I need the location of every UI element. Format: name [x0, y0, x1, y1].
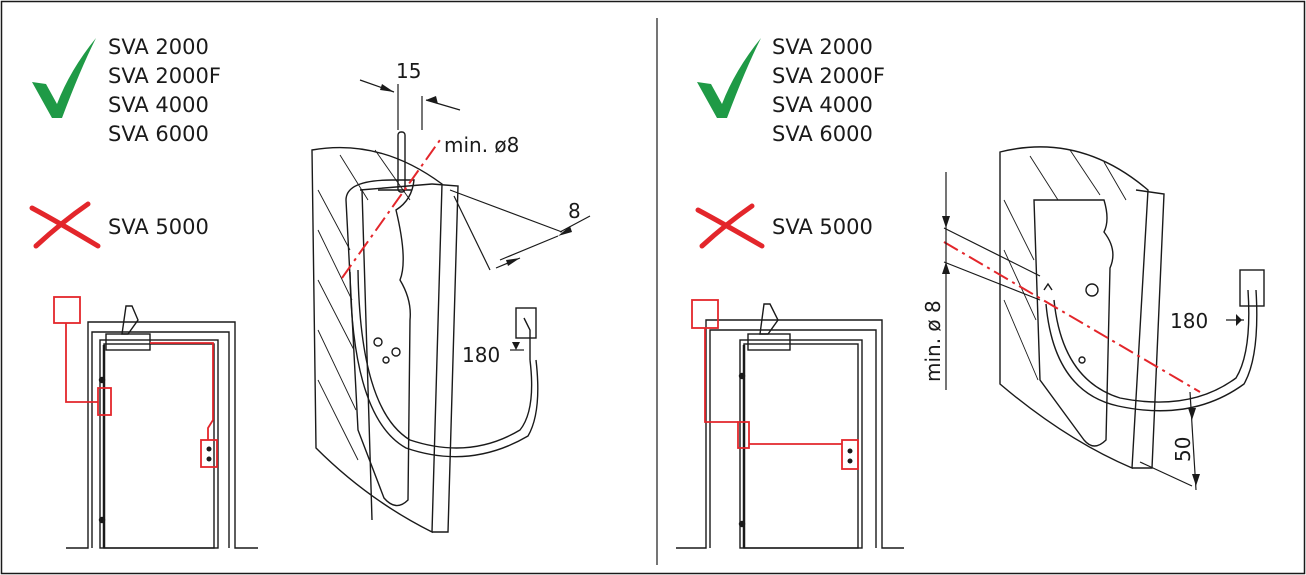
cross-icon [695, 203, 765, 249]
dim-label: 50 [1171, 437, 1195, 462]
dim-label: min. ø8 [444, 133, 519, 157]
dim-label: 15 [396, 59, 421, 83]
door-frame-drawing [676, 303, 904, 549]
model-label: SVA 6000 [772, 122, 873, 146]
dimension-lines [359, 79, 591, 351]
model-label: SVA 6000 [108, 122, 209, 146]
door-leaf-drawing [311, 131, 539, 534]
drill-axis-edge [943, 261, 1041, 301]
drill-axis [943, 241, 1201, 393]
model-label: SVA 2000 [772, 35, 873, 59]
model-label: SVA 2000F [772, 64, 885, 88]
right-panel: SVA 2000 SVA 2000F SVA 4000 SVA 6000 SVA… [676, 35, 1265, 549]
dim-label: min. ø 8 [921, 300, 945, 382]
dim-label: 8 [568, 199, 581, 223]
drill-axis [341, 139, 441, 279]
incompatible-model-label: SVA 5000 [772, 215, 873, 239]
wiring-red [691, 299, 859, 470]
dim-label: 180 [1170, 309, 1208, 333]
drill-axis-edge [943, 227, 1041, 277]
checkmark-icon [32, 38, 96, 118]
incompatible-model-label: SVA 5000 [108, 215, 209, 239]
compatible-model-list: SVA 2000 SVA 2000F SVA 4000 SVA 6000 [108, 35, 221, 146]
model-label: SVA 4000 [772, 93, 873, 117]
model-label: SVA 2000 [108, 35, 209, 59]
model-label: SVA 4000 [108, 93, 209, 117]
model-label: SVA 2000F [108, 64, 221, 88]
checkmark-icon [697, 38, 761, 118]
door-frame-drawing [66, 305, 258, 549]
wiring-red [53, 296, 218, 468]
left-panel: SVA 2000 SVA 2000F SVA 4000 SVA 6000 SVA… [29, 35, 591, 549]
door-leaf-drawing [999, 146, 1265, 470]
dim-label: 180 [462, 343, 500, 367]
cross-icon [29, 201, 101, 249]
compatible-model-list: SVA 2000 SVA 2000F SVA 4000 SVA 6000 [772, 35, 885, 146]
